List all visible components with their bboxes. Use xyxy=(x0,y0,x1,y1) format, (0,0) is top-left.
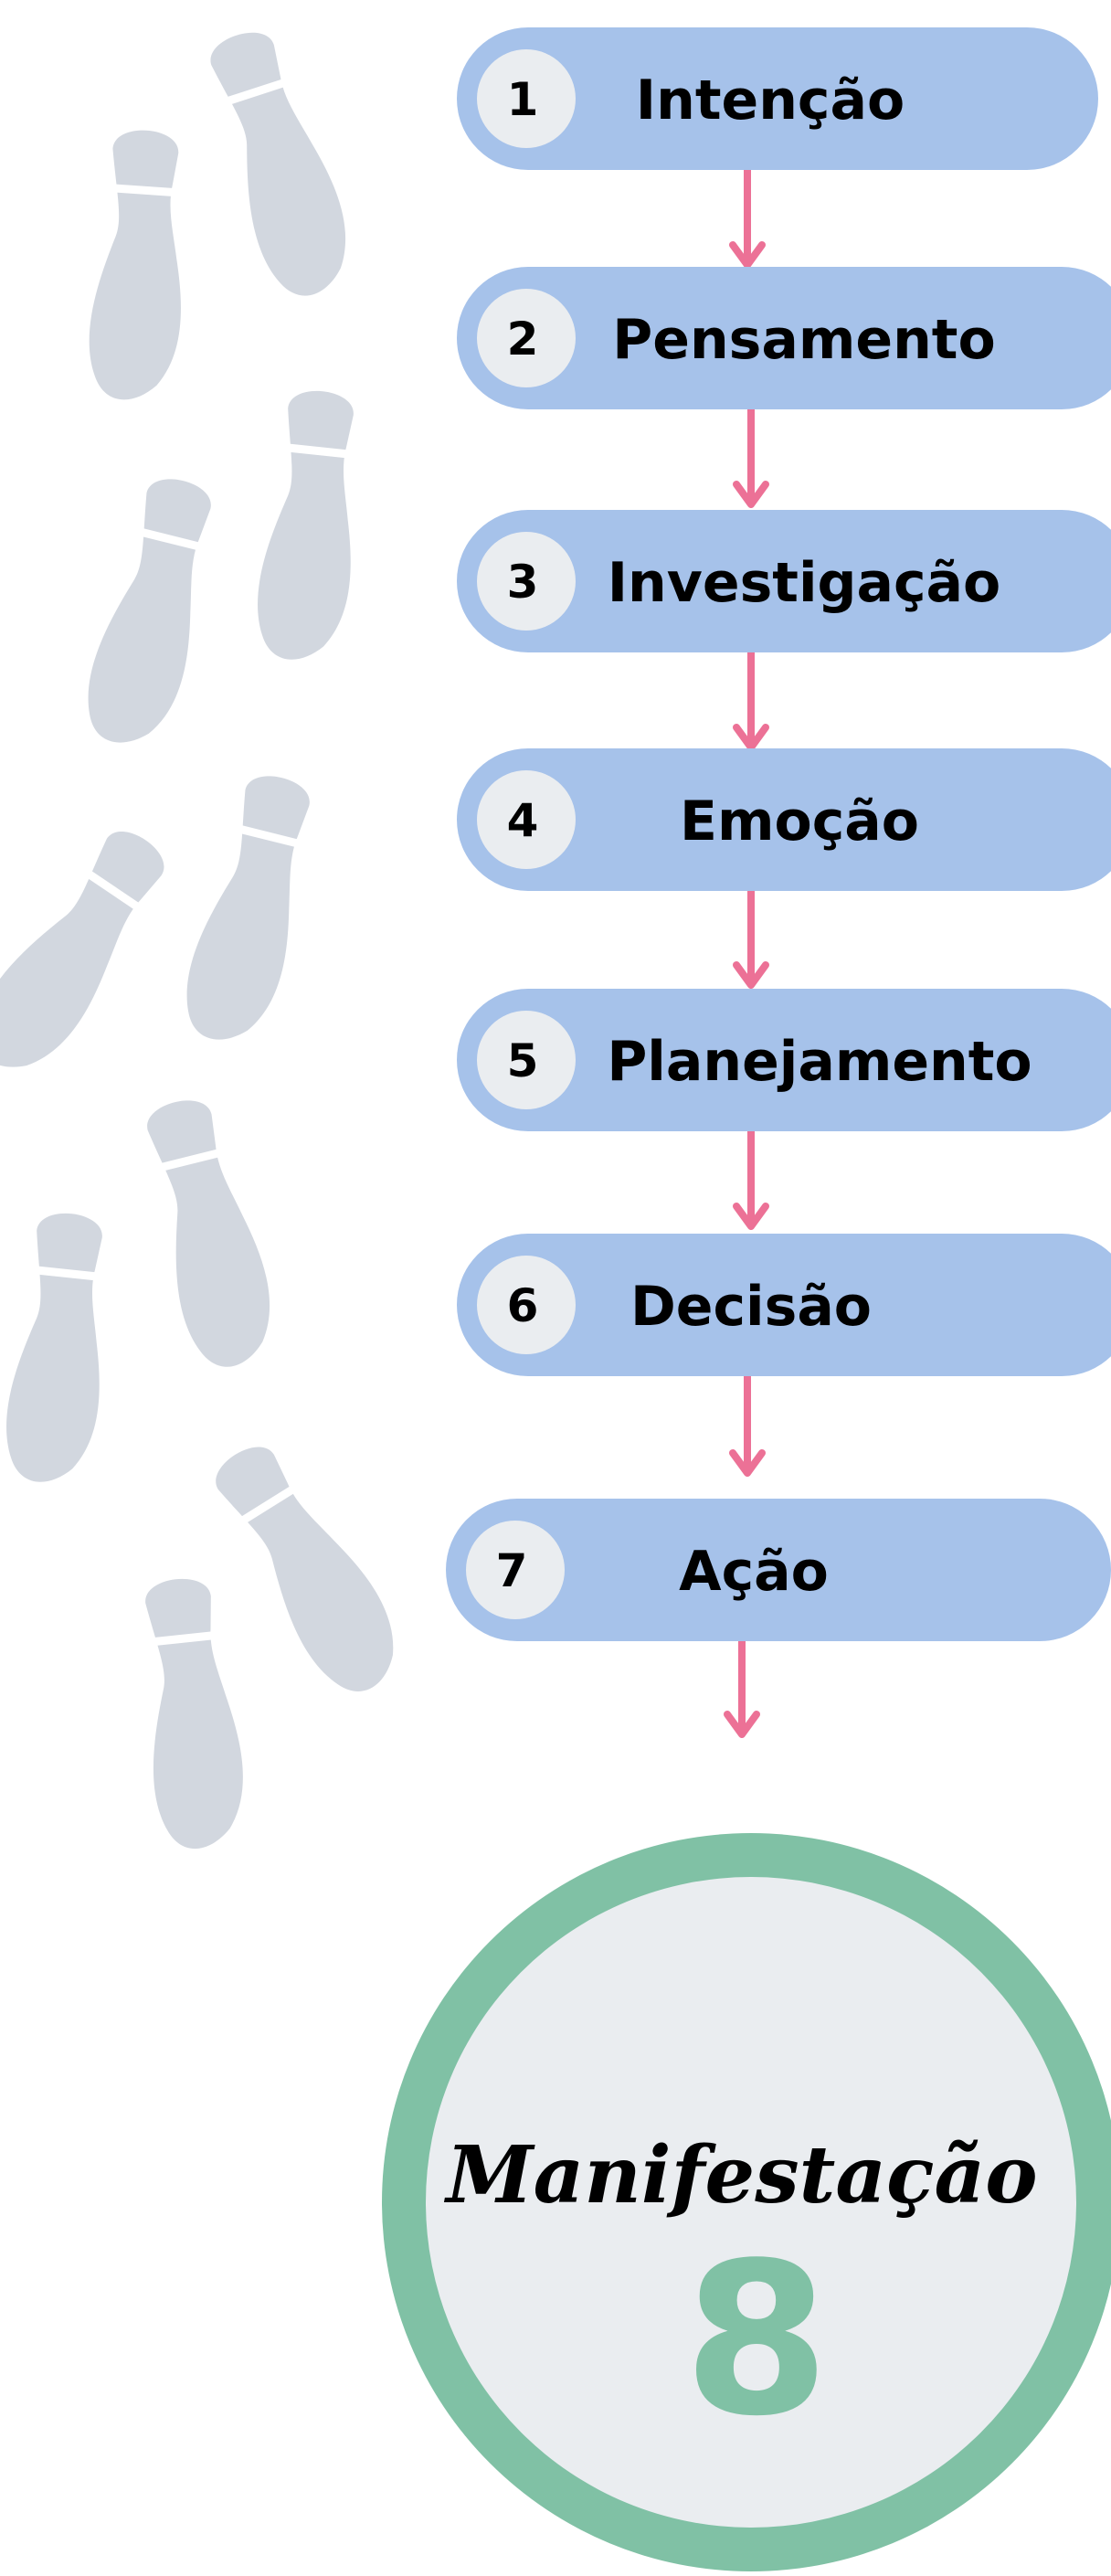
step-6: 6 Decisão xyxy=(457,1234,1111,1376)
step-5: 5 Planejamento xyxy=(457,989,1111,1131)
step-number: 6 xyxy=(507,1279,539,1332)
step-pill xyxy=(446,1499,1111,1641)
footprint-icon xyxy=(198,1430,418,1707)
arrow-down-icon xyxy=(724,1638,760,1738)
steps-group: 1 Intenção 2 Pensamento 3 Investigação 4 Emoção… xyxy=(446,27,1111,1641)
step-number-badge xyxy=(466,1521,565,1619)
footprint-icon xyxy=(85,128,194,404)
arrow-down-icon xyxy=(733,649,769,751)
arrow-down-icon xyxy=(733,1128,769,1230)
step-3: 3 Investigação xyxy=(457,510,1111,652)
connector-arrows xyxy=(724,166,769,1738)
step-number-badge xyxy=(477,532,576,631)
step-label: Decisão xyxy=(630,1275,872,1339)
step-pill xyxy=(457,989,1111,1131)
step-number-badge xyxy=(477,49,576,148)
final-disk xyxy=(426,1877,1076,2528)
step-number-badge xyxy=(477,289,576,387)
step-pill xyxy=(457,510,1111,652)
step-label: Intenção xyxy=(636,69,905,133)
footprints-decoration xyxy=(0,21,418,1852)
step-pill xyxy=(457,748,1111,891)
footprint-icon xyxy=(196,21,365,306)
step-number-badge xyxy=(477,1256,576,1354)
arrow-down-icon xyxy=(733,406,769,508)
footprint-icon xyxy=(0,1209,118,1487)
step-number-badge xyxy=(477,770,576,869)
step-7: 7 Ação xyxy=(446,1499,1111,1641)
footprint-icon xyxy=(175,768,327,1052)
footprint-icon xyxy=(76,471,228,755)
final-number: 8 xyxy=(683,2219,830,2463)
step-1: 1 Intenção xyxy=(457,27,1098,170)
footprint-icon xyxy=(133,1574,251,1852)
step-number: 1 xyxy=(507,73,539,126)
step-label: Planejamento xyxy=(607,1030,1032,1094)
step-number: 3 xyxy=(507,556,539,609)
step-label: Ação xyxy=(679,1540,829,1604)
step-number: 5 xyxy=(507,1034,539,1087)
step-number: 4 xyxy=(507,794,539,847)
footprint-icon xyxy=(0,816,185,1090)
arrow-down-icon xyxy=(733,887,769,989)
arrow-down-icon xyxy=(729,166,766,269)
step-number: 7 xyxy=(496,1544,528,1597)
step-pill xyxy=(457,27,1098,170)
footprint-icon xyxy=(251,387,369,664)
step-label: Investigação xyxy=(608,551,1001,615)
step-number-badge xyxy=(477,1011,576,1109)
step-pill xyxy=(457,267,1111,409)
footprint-icon xyxy=(132,1091,285,1375)
step-number: 2 xyxy=(507,313,539,366)
final-title: Manifestação xyxy=(443,2129,1037,2221)
step-label: Pensamento xyxy=(612,308,995,372)
step-pill xyxy=(457,1234,1111,1376)
final-node: Manifestação 8 xyxy=(382,1833,1111,2571)
step-label: Emoção xyxy=(680,790,919,853)
arrow-down-icon xyxy=(729,1373,766,1477)
step-2: 2 Pensamento xyxy=(457,267,1111,409)
step-4: 4 Emoção xyxy=(457,748,1111,891)
